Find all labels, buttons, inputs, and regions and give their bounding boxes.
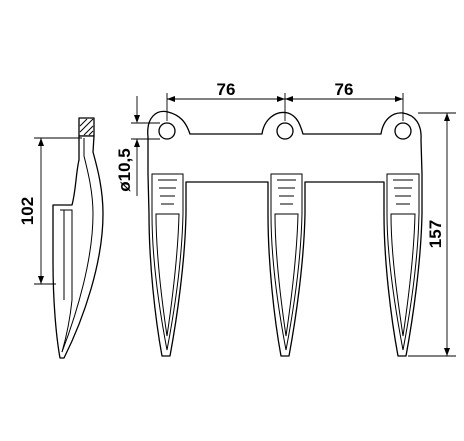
side-view-inner-edge	[61, 138, 94, 353]
mounting-hole-1	[158, 122, 176, 140]
side-height-dimension	[34, 137, 82, 285]
side-view-hatch	[79, 118, 94, 136]
front-view	[147, 110, 423, 357]
front-view-body	[147, 110, 423, 357]
total-length-label: 157	[426, 220, 445, 248]
side-view-blade	[52, 135, 104, 359]
total-length-dimension	[408, 112, 456, 357]
side-height-label: 102	[18, 197, 37, 225]
side-view-flange	[60, 209, 73, 353]
side-view	[52, 117, 104, 359]
mounting-hole-2	[276, 122, 294, 140]
pitch-left-label: 76	[217, 80, 236, 99]
finger-2	[270, 173, 303, 351]
pitch-dimension	[166, 93, 404, 121]
hole-diameter-dimension	[131, 96, 160, 196]
finger-1	[151, 173, 184, 351]
hole-diameter-label: ø10,5	[115, 148, 134, 191]
pitch-right-label: 76	[335, 80, 354, 99]
finger-3	[386, 173, 420, 351]
mounting-hole-3	[394, 122, 412, 140]
